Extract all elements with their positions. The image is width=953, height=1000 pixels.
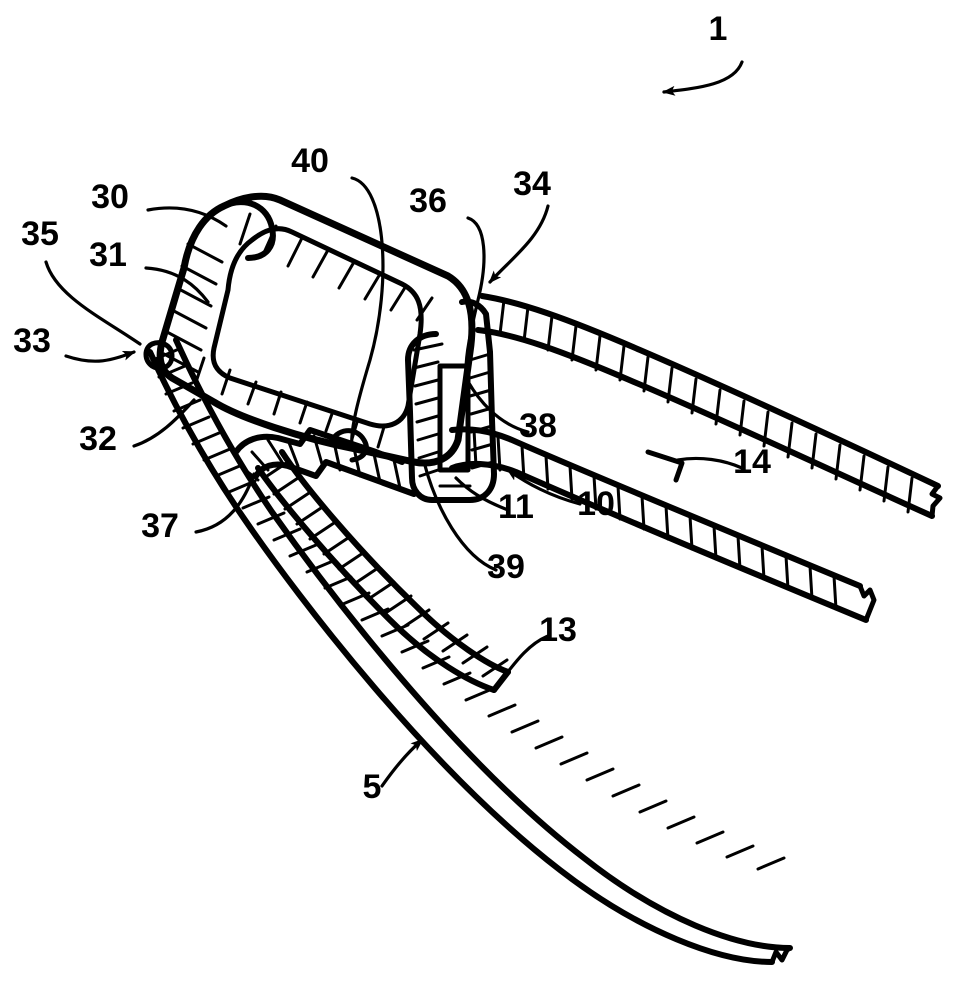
- numeral-11: 11: [498, 488, 534, 526]
- numeral-37: 37: [141, 507, 179, 545]
- leader-30: [146, 206, 228, 228]
- leader-5: [380, 738, 424, 788]
- leader-38: [464, 376, 530, 434]
- numeral-36: 36: [409, 182, 447, 220]
- leader-11: [454, 476, 510, 512]
- leader-37: [194, 472, 256, 534]
- numeral-5: 5: [363, 768, 382, 806]
- leader-36: [464, 216, 486, 372]
- leader-40: [350, 176, 385, 450]
- upper-flange-34: [475, 293, 943, 519]
- body-panel-5: [147, 337, 793, 965]
- leader-39: [422, 460, 498, 572]
- leader-10: [506, 468, 582, 506]
- leader-31: [144, 266, 210, 304]
- reference-numeral-layer: 1 30 40 36 34 35 31 33 32 38 14 10 11 37…: [13, 10, 771, 806]
- leader-35: [44, 260, 142, 346]
- numeral-1: 1: [709, 10, 728, 48]
- leader-33: [64, 350, 136, 363]
- numeral-34: 34: [513, 165, 551, 203]
- leader-14: [676, 456, 744, 470]
- leader-34: [488, 204, 550, 284]
- seal-body-30: [143, 192, 476, 467]
- numeral-38: 38: [519, 407, 557, 445]
- numeral-33: 33: [13, 322, 51, 360]
- leader-32: [132, 398, 196, 448]
- numeral-13: 13: [539, 611, 577, 649]
- numeral-32: 32: [79, 420, 117, 458]
- numeral-40: 40: [291, 142, 329, 180]
- numeral-31: 31: [89, 236, 127, 274]
- numeral-30: 30: [91, 178, 129, 216]
- numeral-35: 35: [21, 215, 59, 253]
- leader-1: [662, 60, 744, 96]
- clamping-profile-10: [405, 298, 497, 503]
- numeral-10: 10: [577, 485, 615, 523]
- leader-13: [498, 634, 550, 684]
- numeral-39: 39: [487, 548, 525, 586]
- leader-lines: [44, 60, 744, 788]
- numeral-14: 14: [733, 443, 771, 481]
